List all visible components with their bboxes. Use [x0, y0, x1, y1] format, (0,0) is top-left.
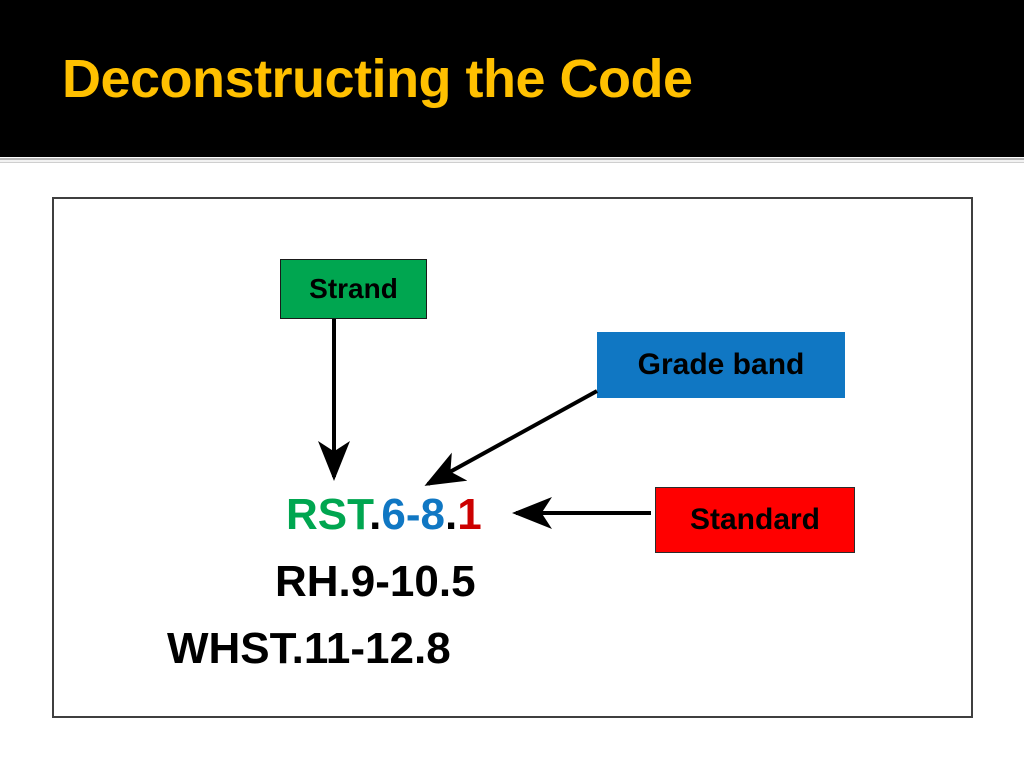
callout-box-standard[interactable]: Standard	[655, 487, 855, 553]
page-title: Deconstructing the Code	[62, 49, 693, 109]
code-segment-grade-band: 6-8	[381, 490, 445, 539]
title-band: Deconstructing the Code	[0, 0, 1024, 157]
callout-box-grade-band[interactable]: Grade band	[597, 332, 845, 398]
callout-label-grade-band: Grade band	[637, 348, 805, 381]
callout-box-strand[interactable]: Strand	[280, 259, 427, 319]
code-segment-standard: 1	[457, 490, 482, 539]
code-separator-2: .	[444, 490, 458, 539]
code-line-primary: RST.6-8.1	[286, 490, 482, 540]
title-divider	[0, 157, 1024, 166]
code-separator-1: .	[369, 490, 382, 539]
callout-label-standard: Standard	[689, 503, 821, 536]
callout-label-strand: Strand	[309, 273, 398, 304]
code-line-secondary: RH.9-10.5	[275, 557, 476, 606]
code-segment-strand: RST	[286, 490, 370, 539]
code-line-tertiary: WHST.11-12.8	[167, 624, 451, 673]
